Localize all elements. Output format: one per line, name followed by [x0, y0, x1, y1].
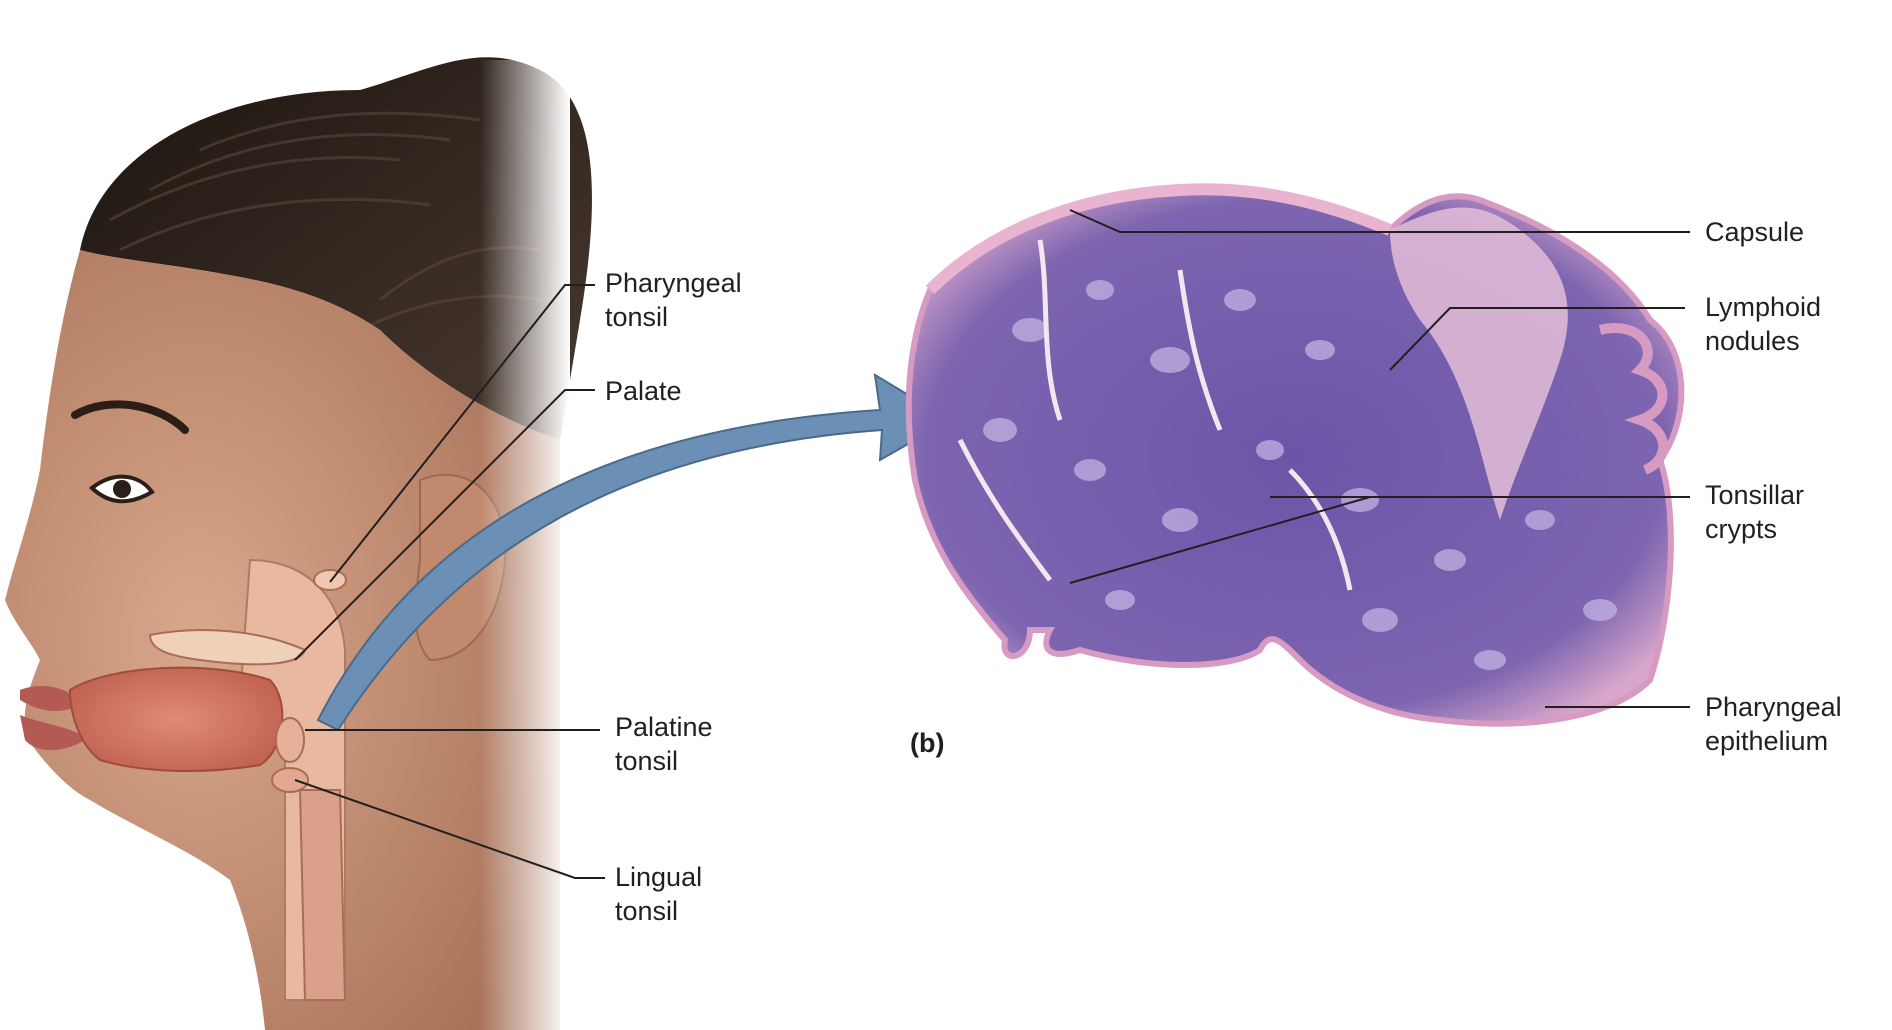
- label-palate: Palate: [605, 374, 682, 408]
- label-palatine-tonsil: Palatine tonsil: [615, 710, 713, 778]
- leader-lingual-tonsil: [294, 779, 605, 879]
- label-pharyngeal-tonsil-line1: Pharyngeal: [605, 268, 742, 298]
- tissue-section: [905, 186, 1685, 727]
- palatine-tonsil-shape: [275, 717, 305, 763]
- epithelial-folds: [1598, 323, 1669, 475]
- label-lymphoid-nodules-line2: nodules: [1705, 326, 1800, 356]
- connective-tissue: [1390, 207, 1568, 520]
- label-tonsillar-crypts: Tonsillar crypts: [1705, 478, 1804, 546]
- hair: [80, 57, 592, 441]
- panel-tag: (b): [910, 728, 945, 758]
- label-palatine-tonsil-line2: tonsil: [615, 746, 679, 776]
- leader-lines: [294, 209, 1690, 879]
- palate-shape: [148, 629, 307, 666]
- label-palatine-tonsil-line1: Palatine: [615, 712, 713, 742]
- pharyngeal-tonsil-shape: [313, 569, 347, 591]
- lingual-tonsil-shape: [271, 767, 309, 793]
- label-lymphoid-nodules-line1: Lymphoid: [1705, 292, 1822, 322]
- label-pharyngeal-epithelium: Pharyngeal epithelium: [1705, 690, 1842, 758]
- label-lingual-tonsil-line2: tonsil: [615, 896, 679, 926]
- tonsil-micrograph: [905, 183, 1685, 727]
- label-capsule: Capsule: [1705, 215, 1804, 249]
- label-capsule-line1: Capsule: [1705, 217, 1805, 247]
- leader-capsule: [1069, 209, 1690, 233]
- label-pharyngeal-tonsil-line2: tonsil: [605, 302, 669, 332]
- label-lingual-tonsil-line1: Lingual: [615, 862, 703, 892]
- label-lingual-tonsil: Lingual tonsil: [615, 860, 702, 928]
- tongue: [68, 666, 284, 772]
- label-pharyngeal-epithelium-line2: epithelium: [1705, 726, 1829, 756]
- label-pharyngeal-tonsil: Pharyngeal tonsil: [605, 266, 742, 334]
- capsule-border: [925, 183, 1393, 295]
- leader-palate: [294, 389, 595, 661]
- trachea: [298, 789, 347, 1001]
- eyebrow: [71, 400, 189, 434]
- leader-lymphoid-nodules: [1389, 307, 1685, 371]
- label-tonsillar-crypts-line2: crypts: [1705, 514, 1778, 544]
- leader-pharyngeal-tonsil: [329, 284, 595, 583]
- label-lymphoid-nodules: Lymphoid nodules: [1705, 290, 1821, 358]
- label-tonsillar-crypts-line1: Tonsillar: [1705, 480, 1805, 510]
- label-pharyngeal-epithelium-line1: Pharyngeal: [1705, 692, 1842, 722]
- label-palate-line1: Palate: [605, 376, 682, 406]
- lips: [20, 685, 85, 751]
